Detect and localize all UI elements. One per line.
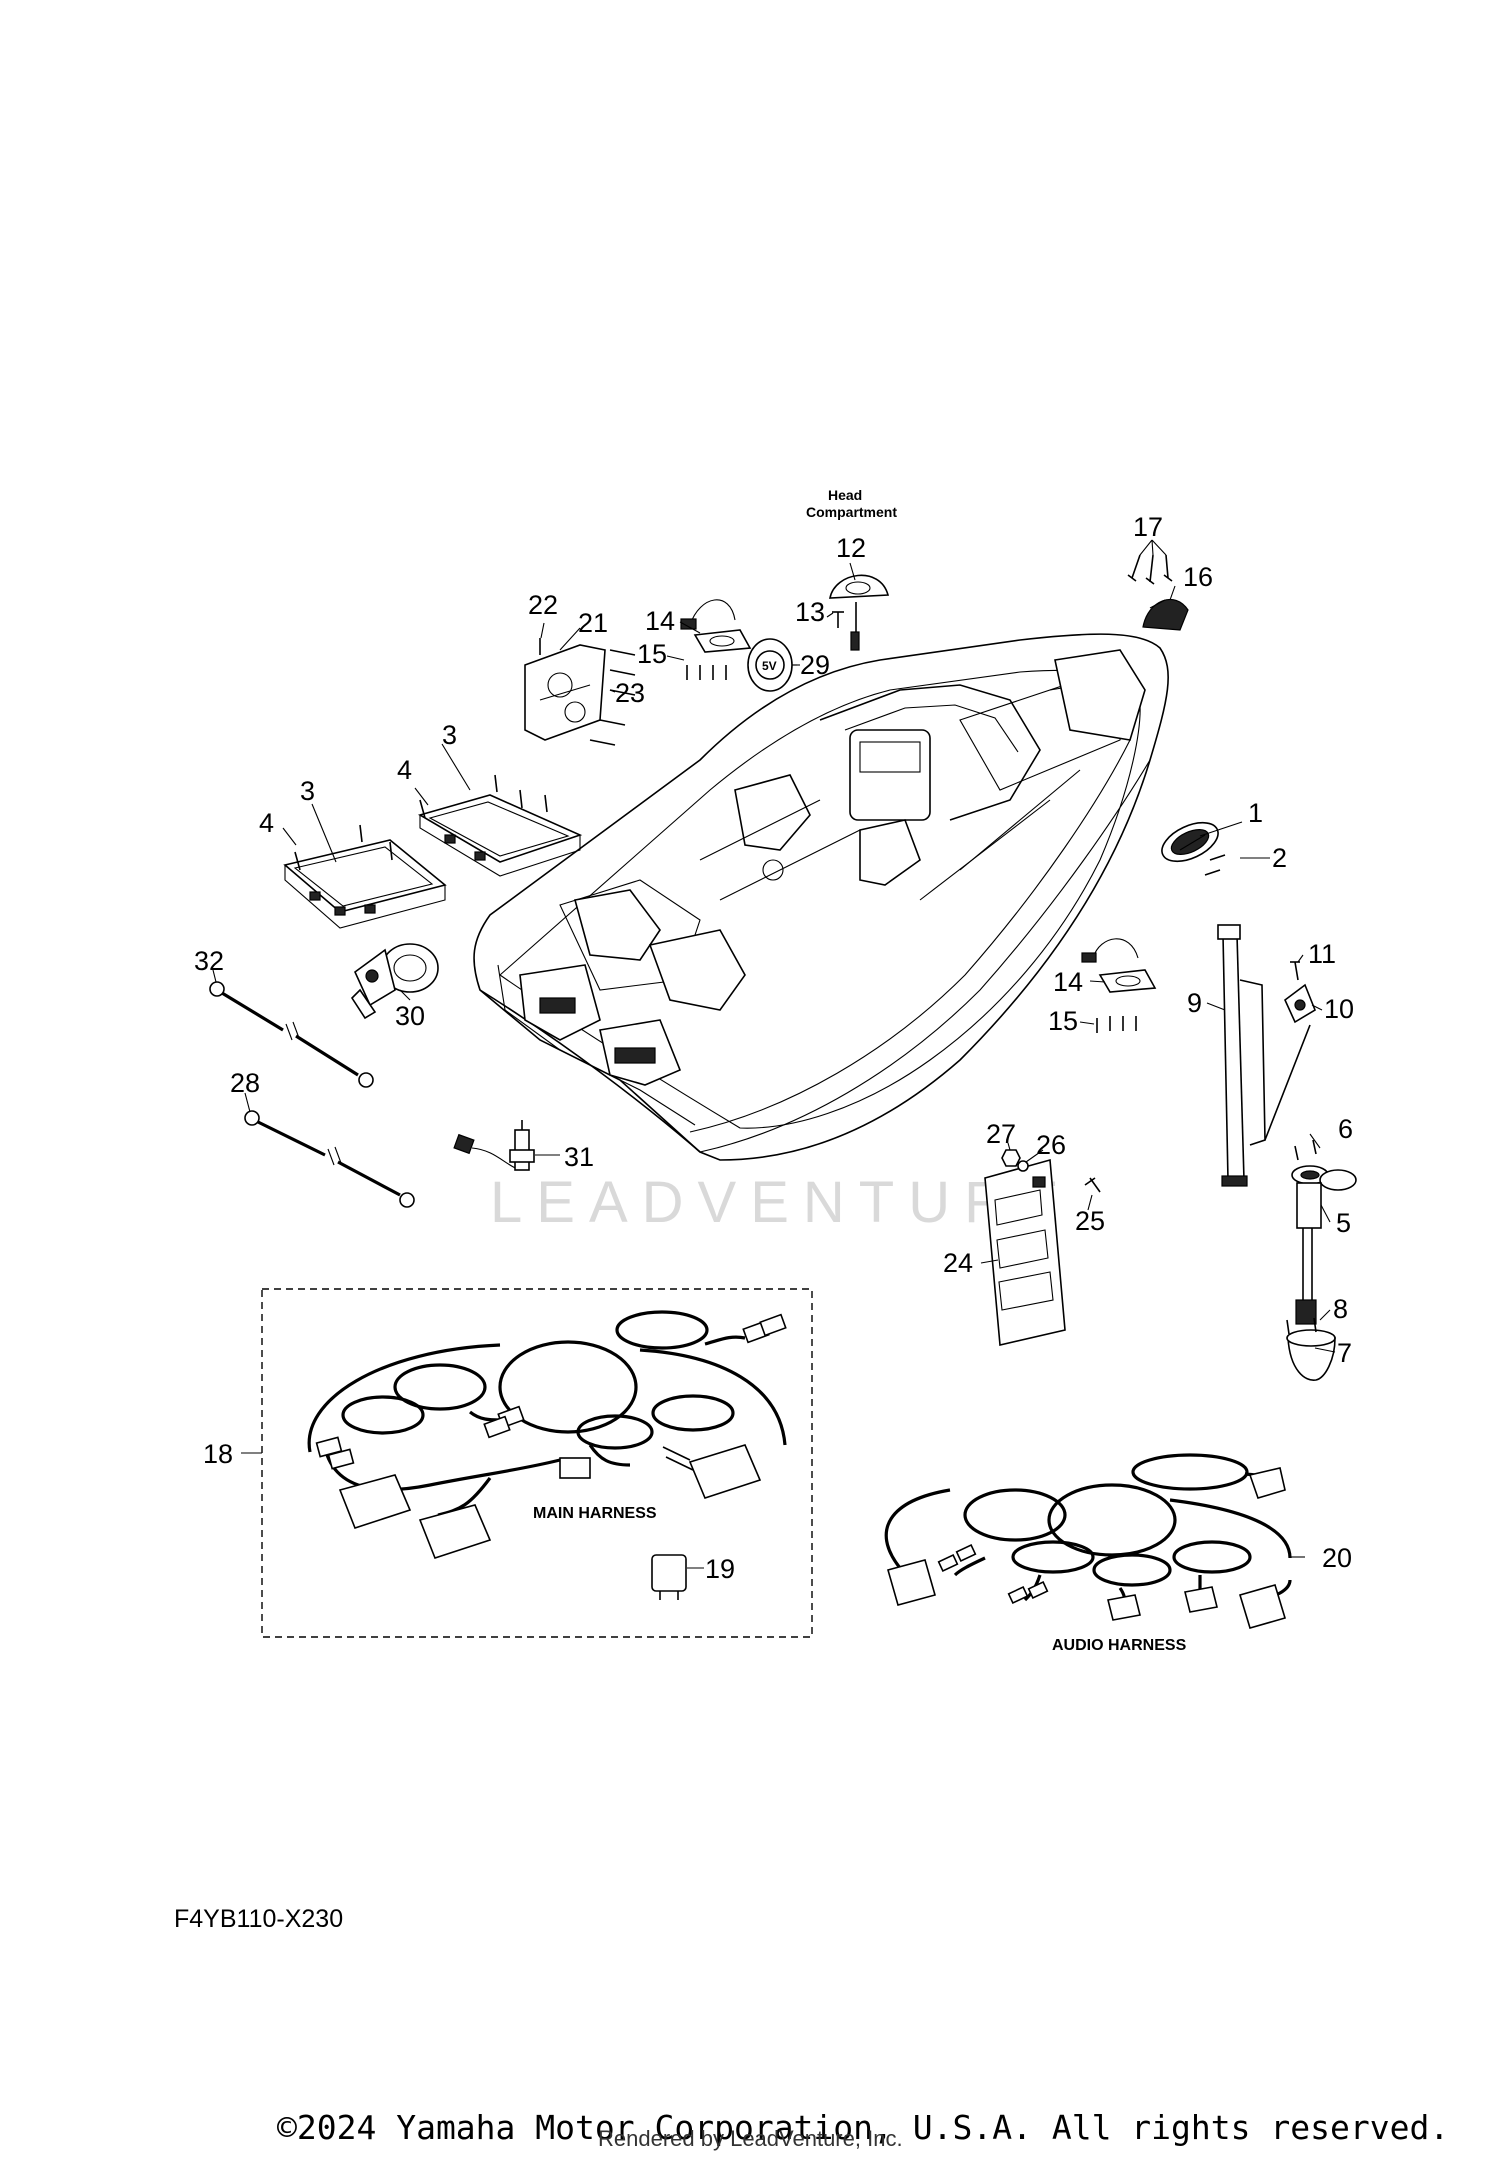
main-harness-box — [261, 1288, 813, 1638]
usb-outlet-part-29: 5V — [747, 638, 800, 692]
callout-14-upper: 14 — [645, 606, 675, 636]
leader-lines — [212, 539, 1336, 1569]
callout-18: 18 — [203, 1439, 233, 1469]
callout-3-right: 3 — [442, 720, 457, 750]
relay-part-19 — [651, 1554, 687, 1600]
callout-6: 6 — [1338, 1114, 1353, 1144]
callout-32: 32 — [194, 946, 224, 976]
battery-tray-part-3-right — [417, 794, 583, 877]
copyright-notice: ©2024 Yamaha Motor Corporation, U.S.A. A… — [277, 2108, 1450, 2147]
screws-part-6 — [1294, 1139, 1317, 1161]
battery-cable-part-32 — [209, 981, 374, 1088]
callout-13: 13 — [795, 597, 825, 627]
screws-lower-part-15 — [1096, 1016, 1137, 1033]
screws-upper-part-15 — [686, 665, 727, 680]
watermark-text: LEADVENTURE — [490, 1170, 1073, 1235]
screw-part-11 — [1290, 961, 1300, 981]
main-harness-part-18 — [307, 1310, 787, 1559]
bolts-part-4 — [294, 774, 548, 871]
compartment-label-line2: Compartment — [806, 504, 897, 520]
nut-part-27 — [1001, 1149, 1021, 1167]
fuse-box-part-24 — [984, 1158, 1066, 1346]
diagram-code: F4YB110-X230 — [174, 1905, 344, 1933]
callout-10: 10 — [1324, 994, 1354, 1024]
courtesy-light-lower-part-14 — [1081, 938, 1157, 993]
dome-light-part-12 — [829, 574, 890, 651]
audio-harness-label: AUDIO HARNESS — [1052, 1637, 1187, 1654]
battery-switch-part-30 — [350, 943, 439, 1020]
callout-2: 2 — [1272, 843, 1287, 873]
main-harness-label: MAIN HARNESS — [533, 1505, 657, 1522]
light-pole-part-9 — [1217, 924, 1266, 1187]
screw-part-25 — [1084, 1177, 1101, 1193]
callout-15-upper: 15 — [637, 639, 667, 669]
callout-4-left: 4 — [259, 808, 274, 838]
callout-numbers: 1 2 3 3 4 4 5 6 7 8 9 10 11 12 13 14 14 … — [194, 512, 1354, 1584]
audio-harness-part-20 — [884, 1453, 1292, 1629]
callout-9: 9 — [1187, 988, 1202, 1018]
boat-hull — [473, 633, 1169, 1161]
sensor-part-31 — [453, 1120, 535, 1171]
washer-part-26 — [1017, 1160, 1029, 1172]
callout-20: 20 — [1322, 1543, 1352, 1573]
screws-part-17 — [1127, 554, 1173, 585]
callout-14-lower: 14 — [1053, 967, 1083, 997]
callout-19: 19 — [705, 1554, 735, 1584]
callout-22: 22 — [528, 590, 558, 620]
callout-27: 27 — [986, 1119, 1016, 1149]
callout-21: 21 — [578, 608, 608, 638]
bow-light-part-16 — [1142, 598, 1189, 631]
battery-cable-part-28 — [244, 1110, 415, 1208]
callout-17: 17 — [1133, 512, 1163, 542]
screws-part-8 — [1286, 1317, 1317, 1335]
callout-28: 28 — [230, 1068, 260, 1098]
callout-24: 24 — [943, 1248, 973, 1278]
callout-12: 12 — [836, 533, 866, 563]
switch-panel-part-21 — [524, 644, 636, 746]
callout-7: 7 — [1337, 1338, 1352, 1368]
screw-part-13 — [832, 611, 844, 628]
callout-1: 1 — [1248, 798, 1263, 828]
usb-5v-label: 5V — [762, 659, 777, 673]
callout-16: 16 — [1183, 562, 1213, 592]
socket-part-5 — [1291, 1165, 1357, 1325]
callout-31: 31 — [564, 1142, 594, 1172]
compartment-label-line1: Head — [828, 487, 862, 503]
callout-26: 26 — [1036, 1130, 1066, 1160]
courtesy-light-upper-part-14 — [680, 599, 752, 653]
callout-8: 8 — [1333, 1294, 1348, 1324]
pole-base-part-10 — [1264, 983, 1316, 1141]
light-lens-part-7 — [1286, 1329, 1336, 1381]
callout-15-lower: 15 — [1048, 1006, 1078, 1036]
callout-3-left: 3 — [300, 776, 315, 806]
callout-29: 29 — [800, 650, 830, 680]
callout-5: 5 — [1336, 1208, 1351, 1238]
screws-part-2 — [1204, 854, 1226, 876]
battery-tray-part-3-left — [283, 839, 447, 929]
rendered-by-credit: Rendered by LeadVenture, Inc. — [598, 2126, 903, 2151]
callout-4-right: 4 — [397, 755, 412, 785]
callout-11: 11 — [1308, 939, 1336, 969]
speaker-part-1 — [1161, 821, 1219, 863]
callout-23: 23 — [615, 678, 645, 708]
callout-25: 25 — [1075, 1206, 1105, 1236]
callout-30: 30 — [395, 1001, 425, 1031]
